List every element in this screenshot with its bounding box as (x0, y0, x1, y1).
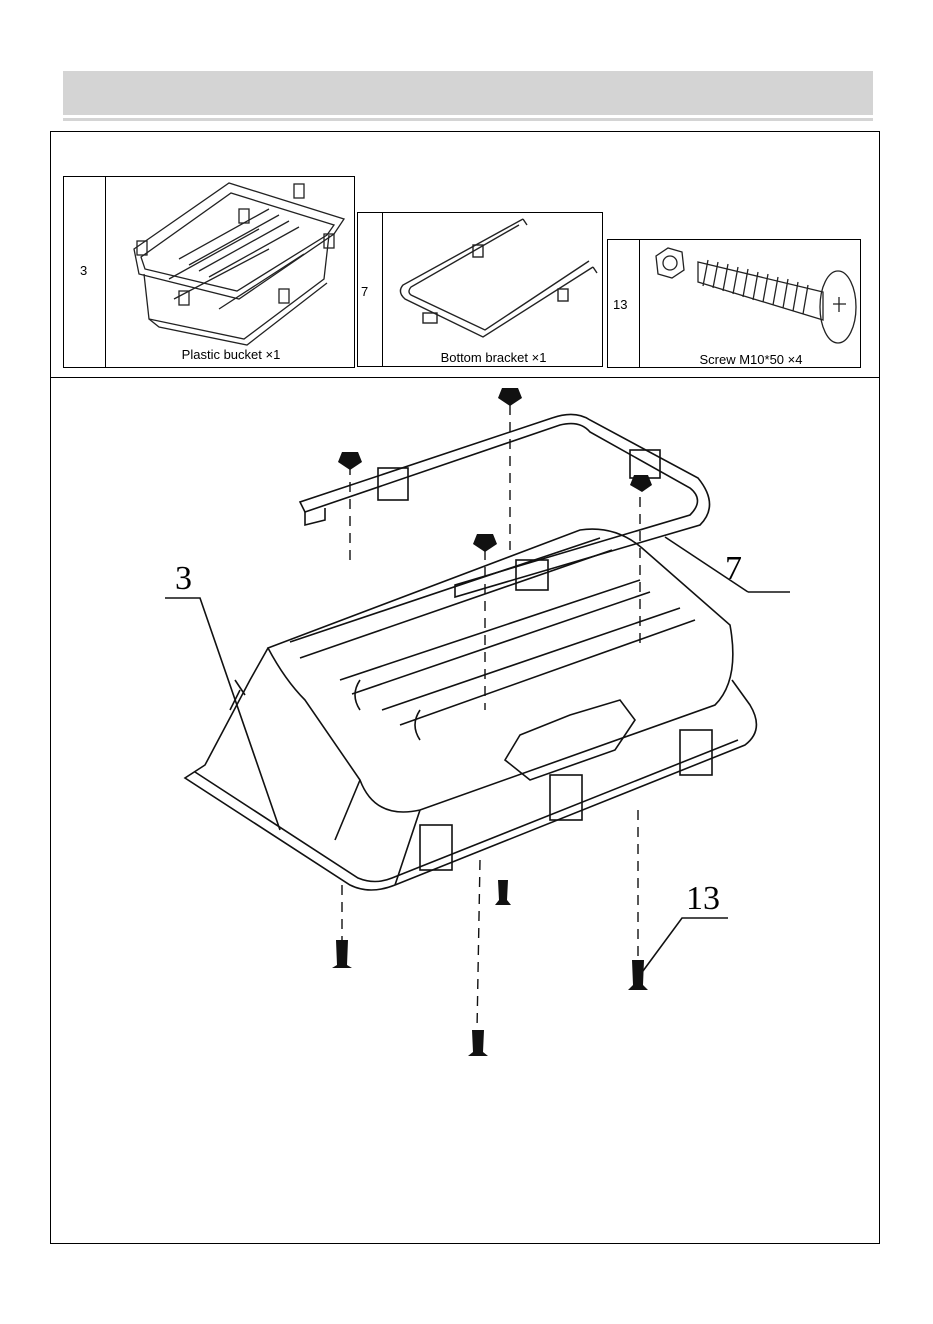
header-bar (63, 71, 873, 115)
assembly-diagram (120, 380, 820, 1080)
part-separator (105, 177, 106, 367)
bracket-tab (378, 468, 408, 500)
callout-screw: 13 (686, 880, 720, 918)
plastic-bucket-icon (119, 179, 349, 347)
parts-divider (50, 377, 880, 378)
part-label: Bottom bracket ×1 (383, 350, 604, 365)
screw-icon (648, 242, 860, 350)
part-box-screw: 13 Screw M10*50 ×4 (607, 239, 861, 368)
part-separator (639, 240, 640, 367)
part-box-bracket: 7 Bottom bracket ×1 (357, 212, 603, 367)
part-number: 13 (613, 297, 627, 312)
callout-bracket: 7 (725, 550, 742, 588)
bottom-bracket-icon (393, 217, 598, 347)
part-number: 7 (361, 284, 368, 299)
part-box-bucket: 3 Plastic bucket ×1 (63, 176, 355, 368)
callout-bucket: 3 (175, 560, 192, 598)
bucket-clip (420, 825, 452, 870)
nut-group (338, 388, 652, 552)
header-underline (63, 118, 873, 121)
bracket-tab (630, 450, 660, 478)
part-separator (382, 213, 383, 366)
part-number: 3 (80, 263, 87, 278)
part-label: Plastic bucket ×1 (106, 347, 356, 362)
screw-group (332, 880, 648, 1056)
part-label: Screw M10*50 ×4 (640, 352, 862, 367)
